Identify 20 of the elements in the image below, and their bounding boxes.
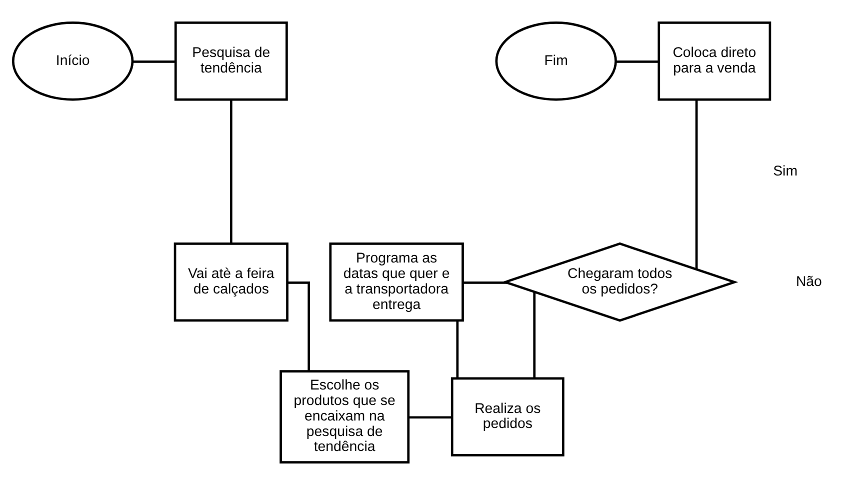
node-box: Programa as datas que quer e a transportadora entrega (329, 242, 464, 322)
connector (132, 60, 176, 62)
connector (288, 281, 310, 370)
label: Sim (773, 162, 798, 179)
connector (533, 292, 536, 378)
node-box: Coloca direto para a venda (658, 21, 772, 100)
label: Não (796, 273, 822, 290)
node-box: Escolhe os produtos que se encaixam na pesquisa de tendência (280, 370, 410, 463)
node-box: Vai atè a feira de calçados (174, 242, 288, 322)
node-ellipse: Início (12, 21, 134, 100)
connector (695, 99, 698, 269)
connector (408, 416, 452, 418)
node-ellipse: Fim (495, 21, 617, 100)
connector (462, 281, 507, 284)
node-diamond: Chegaram todos os pedidos? (502, 242, 738, 322)
connector (230, 99, 232, 244)
node-box: Realiza os pedidos (450, 376, 564, 456)
connector (456, 320, 459, 378)
connector (616, 60, 659, 62)
node-box: Pesquisa de tendência (174, 21, 288, 100)
